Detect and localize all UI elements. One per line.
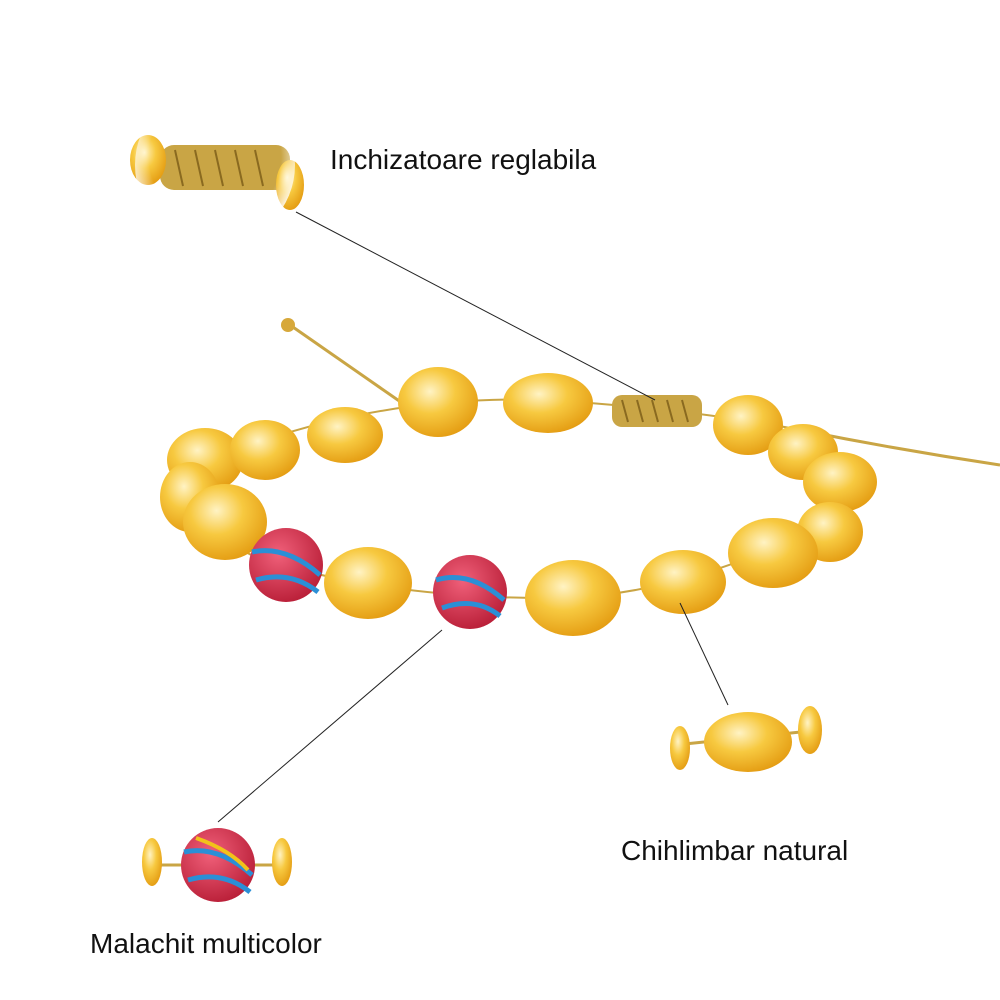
amber-bead [728,518,818,588]
malachite-bead [249,528,323,602]
inset-malachite [142,828,292,902]
amber-bead [525,560,621,636]
malachite-beads [249,528,507,629]
amber-bead [803,452,877,512]
amber-bead [230,420,300,480]
leader-line-malachite [217,629,443,823]
inset-clasp [130,85,304,245]
label-multicolor-malachite: Malachit multicolor [90,928,322,959]
label-adjustable-clasp: Inchizatoare reglabila [330,144,597,175]
leader-line-amber [679,602,729,706]
amber-bead [398,367,478,437]
cord-end-bead [281,318,295,332]
inset-amber [670,706,822,772]
amber-beads [160,367,877,636]
leader-lines [217,211,729,823]
amber-bead [307,407,383,463]
amber-bead [324,547,412,619]
label-natural-amber: Chihlimbar natural [621,835,849,866]
amber-bead [713,395,783,455]
amber-bead [503,373,593,433]
malachite-bead [433,555,507,629]
amber-bead [183,484,267,560]
adjustable-clasp [612,395,702,427]
amber-bead [640,550,726,614]
leader-line-clasp [295,211,656,401]
